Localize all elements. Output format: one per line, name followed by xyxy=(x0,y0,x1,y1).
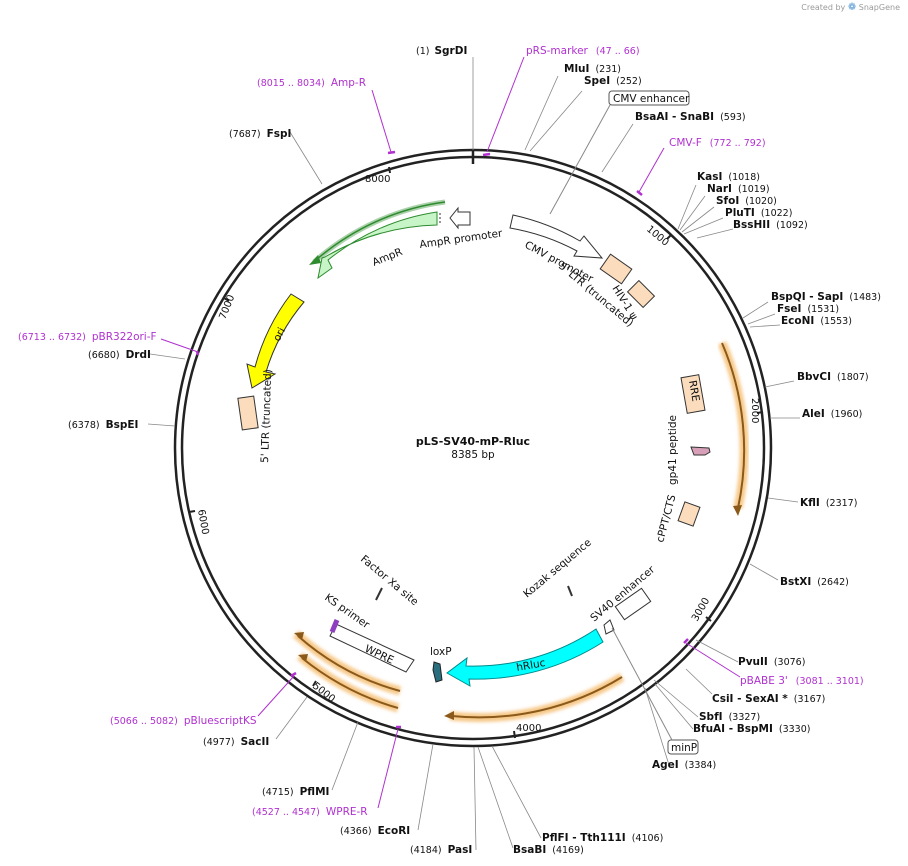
site-nari: NarI(1019) xyxy=(707,183,770,195)
tick-label-8000: 8000 xyxy=(365,174,390,185)
site-fsei: FseI(1531) xyxy=(777,303,839,315)
site-bbvci: BbvCI(1807) xyxy=(797,371,869,383)
primer-wpre-r: (4527 .. 4547)WPRE-R xyxy=(252,806,368,818)
site-drdi: (6680)DrdI xyxy=(88,349,151,361)
cppt-box xyxy=(677,501,701,527)
label-hrluc: hRluc xyxy=(515,657,546,674)
label-ltr-left: 5' LTR (truncated) xyxy=(259,369,274,463)
site-sacii: (4977)SacII xyxy=(203,736,269,748)
snapgene-logo-icon: ❁ xyxy=(847,2,857,13)
site-bsaai-snabi: BsaAI - SnaBI(593) xyxy=(635,111,746,123)
orf-arc-top xyxy=(309,199,446,265)
primer-ticks xyxy=(195,150,689,729)
kozak-mark xyxy=(567,585,573,597)
ks-primer-mark xyxy=(329,619,340,633)
position-ticks xyxy=(188,166,764,739)
primer-pbabe3: pBABE 3'(3081 .. 3101) xyxy=(740,675,864,687)
brand-prefix: Created by xyxy=(801,3,846,12)
site-pluti: PluTI(1022) xyxy=(725,207,792,219)
ltr-left-box xyxy=(237,395,259,431)
site-pflfi-tth111i: PflFI - Tth111I(4106) xyxy=(542,832,663,844)
site-kfli: KflI(2317) xyxy=(800,497,857,509)
factor-xa-mark xyxy=(375,587,383,601)
site-alei: AleI(1960) xyxy=(802,408,862,420)
site-pvuii: PvuII(3076) xyxy=(738,656,805,668)
loxp-mark xyxy=(432,661,443,683)
label-loxp: loxP xyxy=(430,646,452,658)
label-cppt: cPPT/CTS xyxy=(654,493,678,544)
primer-prs-marker: pRS-marker(47 .. 66) xyxy=(526,45,640,57)
gp41-marker xyxy=(690,446,711,456)
site-bstxi: BstXI(2642) xyxy=(780,576,849,588)
label-factor-xa: Factor Xa site xyxy=(358,553,420,608)
tick-label-6000: 6000 xyxy=(195,509,210,536)
hrluc-arrow xyxy=(446,628,604,687)
site-mlui: MluI(231) xyxy=(564,63,621,75)
primer-labels: pRS-marker(47 .. 66) CMV-F(772 .. 792) p… xyxy=(18,45,864,818)
label-ori: ori xyxy=(271,326,288,344)
site-csii-sexai: CsiI - SexAI *(3167) xyxy=(712,693,825,705)
site-sfoi: SfoI(1020) xyxy=(716,195,777,207)
tick-label-2000: 2000 xyxy=(749,398,760,423)
site-spei: SpeI(252) xyxy=(584,75,642,87)
rre-box xyxy=(680,374,706,414)
restriction-sites: (1)SgrDI MluI(231) SpeI(252) BsaAI - Sna… xyxy=(68,45,881,856)
tick-label-7000: 7000 xyxy=(218,293,238,321)
site-bsabi: BsaBI(4169) xyxy=(513,844,584,856)
orf-arc-left-1 xyxy=(292,630,402,696)
minp-box-label: minP xyxy=(611,627,699,755)
primer-amp-r: (8015 .. 8034)Amp-R xyxy=(257,77,366,89)
primer-pbluescriptks: (5066 .. 5082)pBluescriptKS xyxy=(110,715,257,727)
snapgene-brand: Created by ❁ SnapGene xyxy=(801,2,900,13)
label-ampr-promoter: AmpR promoter xyxy=(419,227,504,251)
ori-arrow xyxy=(246,293,305,389)
plasmid-name: pLS-SV40-mP-Rluc xyxy=(416,435,530,448)
site-kasi: KasI(1018) xyxy=(697,171,760,183)
orf-arc-left-2 xyxy=(297,652,400,713)
hiv-psi-box xyxy=(626,279,656,309)
site-bfuai-bspmi: BfuAI - BspMI(3330) xyxy=(693,723,810,735)
ltr-right-box xyxy=(599,253,633,285)
orf-arc-bottom xyxy=(444,673,625,723)
wpre-arrow xyxy=(329,623,415,673)
label-rre: RRE xyxy=(686,379,702,402)
tick-label-1000: 1000 xyxy=(644,224,671,249)
label-ampr: AmpR xyxy=(371,246,405,269)
site-ecori: (4366)EcoRI xyxy=(340,825,410,837)
primer-cmv-f: CMV-F(772 .. 792) xyxy=(669,137,766,149)
site-bsshii: BssHII(1092) xyxy=(733,219,808,231)
site-econi: EcoNI(1553) xyxy=(781,315,852,327)
site-pasi: (4184)PasI xyxy=(410,844,472,856)
site-pflmi: (4715)PflMI xyxy=(262,786,329,798)
ampr-promoter-arrow xyxy=(449,206,471,230)
site-sgrdi: (1)SgrDI xyxy=(416,45,467,57)
label-minp: minP xyxy=(671,742,697,754)
brand-name: SnapGene xyxy=(858,3,900,12)
cmv-promoter-arrow xyxy=(509,214,604,259)
sv40-enhancer-box xyxy=(614,587,652,621)
minp-arrow xyxy=(603,619,615,635)
site-agei: AgeI(3384) xyxy=(652,759,716,771)
site-bspqi-sapi: BspQI - SapI(1483) xyxy=(771,291,881,303)
site-bspei: (6378)BspEI xyxy=(68,419,138,431)
plasmid-length: 8385 bp xyxy=(451,449,495,461)
primer-leaders xyxy=(160,56,741,809)
ampr-arrow xyxy=(317,211,438,280)
primer-pbr322ori-f: (6713 .. 6732)pBR322ori-F xyxy=(18,331,157,343)
label-gp41: gp41 peptide xyxy=(667,415,679,485)
site-fspi: (7687)FspI xyxy=(229,128,291,140)
orf-arc-right xyxy=(717,341,749,516)
site-sbfi: SbfI(3327) xyxy=(699,711,760,723)
tick-label-4000: 4000 xyxy=(516,723,541,734)
label-cmv-enhancer: CMV enhancer xyxy=(613,93,690,105)
label-ks-primer: KS primer xyxy=(322,592,372,632)
cmv-enhancer-box-label: CMV enhancer xyxy=(549,90,690,215)
site-leaders xyxy=(147,57,800,851)
label-kozak: Kozak sequence xyxy=(521,537,594,601)
